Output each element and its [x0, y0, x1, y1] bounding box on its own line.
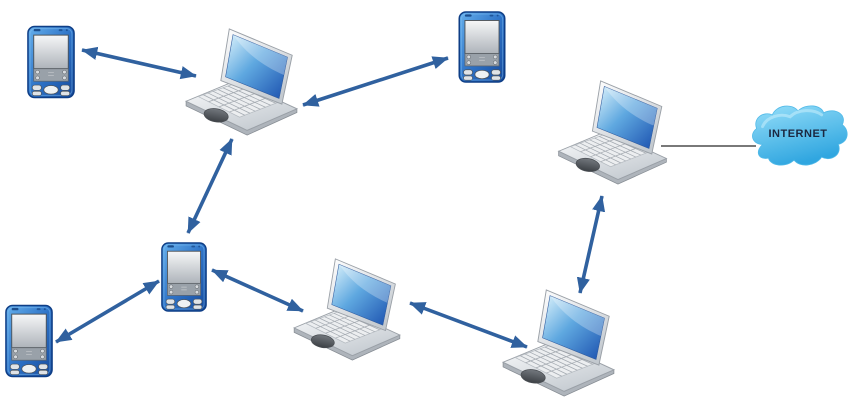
pda-top-left [27, 25, 75, 99]
laptop-top-center [185, 28, 298, 136]
devices-layer [5, 11, 849, 397]
connection-pda-middle-left--laptop-bottom-center [211, 268, 304, 313]
internet-label: INTERNET [769, 128, 828, 140]
laptop-right [558, 80, 667, 185]
pda-top-right [458, 11, 506, 83]
connection-laptop-bottom-center--laptop-bottom-right [409, 301, 528, 349]
connections-layer [55, 46, 756, 349]
connection-laptop-top-center--pda-top-right [302, 56, 449, 107]
laptop-bottom-center [293, 258, 401, 361]
connection-pda-middle-left--pda-bottom-left [55, 279, 160, 344]
pda-middle-left [161, 242, 207, 312]
connection-laptop-right--laptop-bottom-right [576, 195, 606, 294]
connection-pda-top-left--laptop-top-center [81, 46, 197, 80]
connection-laptop-top-center--pda-middle-left [186, 138, 234, 234]
pda-bottom-left [5, 304, 53, 378]
